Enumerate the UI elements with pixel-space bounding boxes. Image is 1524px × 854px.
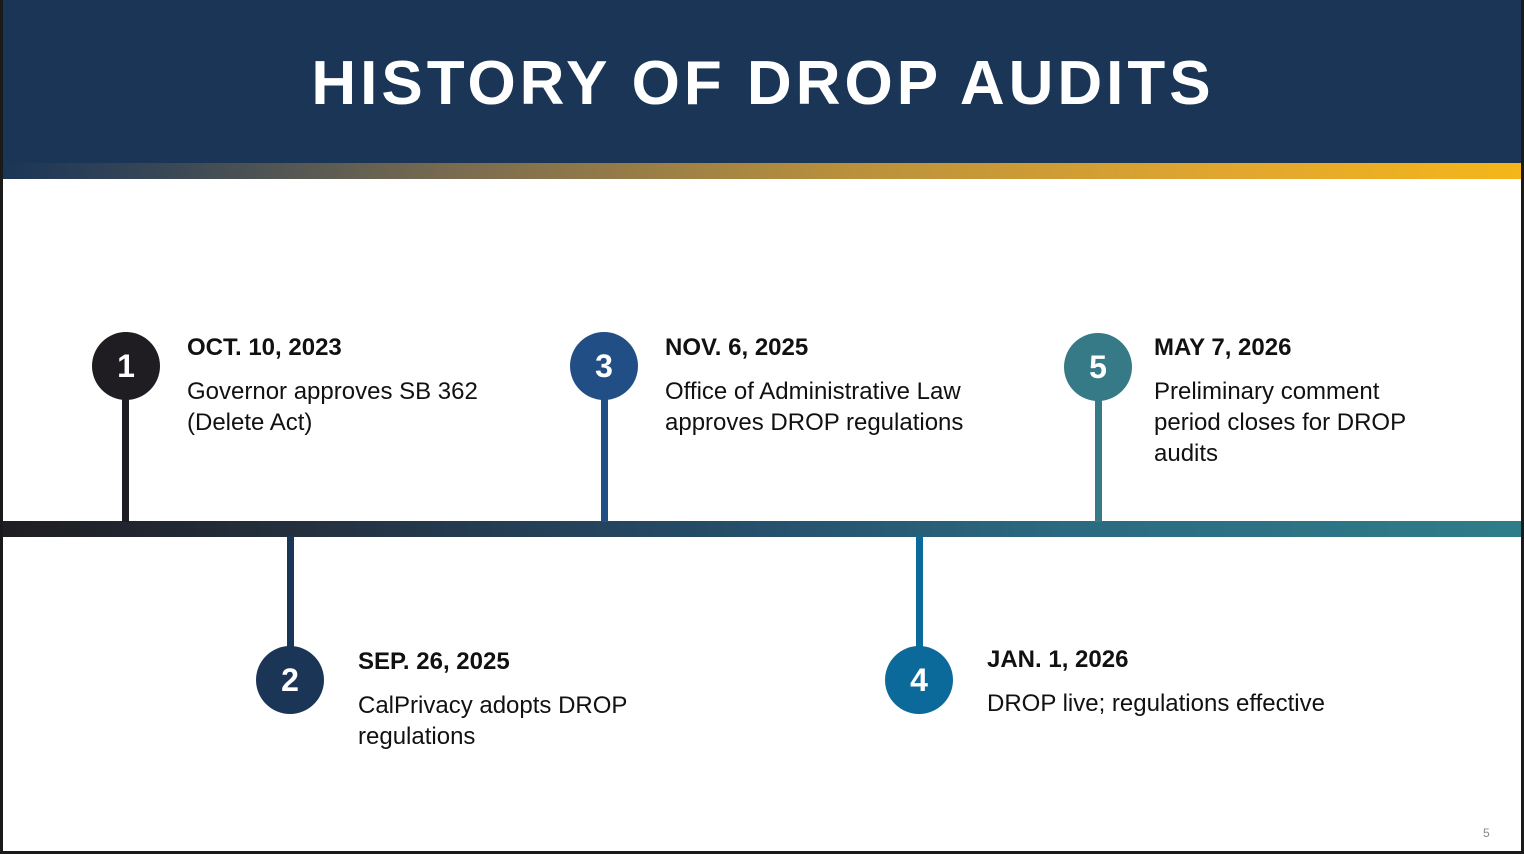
event-2-date: SEP. 26, 2025: [358, 648, 510, 675]
event-3: NOV. 6, 2025 Office of Administrative La…: [665, 334, 1005, 438]
event-2-description: CalPrivacy adopts DROP regulations: [358, 692, 627, 750]
event-5-date: MAY 7, 2026: [1154, 334, 1292, 361]
timeline-axis: [3, 521, 1521, 537]
event-5: MAY 7, 2026 Preliminary comment period c…: [1154, 334, 1444, 469]
event-1-marker: 1: [92, 332, 160, 400]
event-3-description: Office of Administrative Law approves DR…: [665, 378, 964, 436]
event-3-marker: 3: [570, 332, 638, 400]
page-number: 5: [1483, 826, 1490, 840]
event-4-marker: 4: [885, 646, 953, 714]
event-5-marker: 5: [1064, 333, 1132, 401]
event-5-stem: [1095, 398, 1102, 522]
title-banner: HISTORY OF DROP AUDITS: [3, 0, 1521, 163]
accent-gradient-bar: [3, 163, 1521, 179]
event-1: OCT. 10, 2023 Governor approves SB 362 (…: [187, 334, 527, 438]
event-2: SEP. 26, 2025 CalPrivacy adopts DROP reg…: [358, 648, 678, 752]
slide-title: HISTORY OF DROP AUDITS: [311, 49, 1215, 118]
event-2-stem: [287, 536, 294, 650]
event-1-description: Governor approves SB 362 (Delete Act): [187, 378, 478, 436]
event-4-stem: [916, 536, 923, 650]
event-4: JAN. 1, 2026 DROP live; regulations effe…: [987, 646, 1387, 719]
event-3-stem: [601, 398, 608, 522]
event-4-description: DROP live; regulations effective: [987, 690, 1325, 717]
event-2-marker: 2: [256, 646, 324, 714]
event-5-description: Preliminary comment period closes for DR…: [1154, 378, 1406, 467]
event-3-date: NOV. 6, 2025: [665, 334, 809, 361]
event-4-date: JAN. 1, 2026: [987, 646, 1129, 673]
event-1-stem: [122, 398, 129, 522]
event-1-date: OCT. 10, 2023: [187, 334, 342, 361]
